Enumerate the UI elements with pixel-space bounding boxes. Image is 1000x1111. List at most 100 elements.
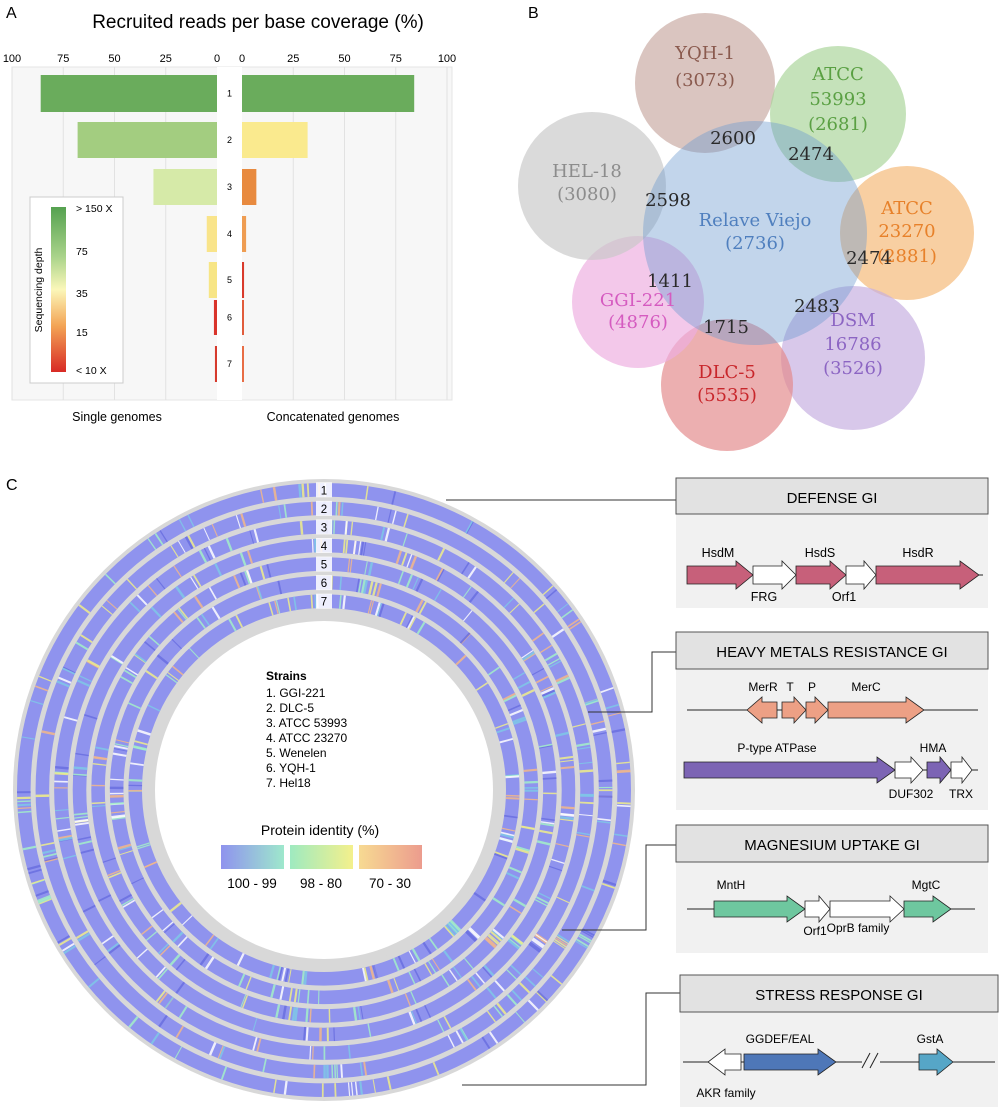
identity-stripe <box>175 586 186 599</box>
identity-stripe <box>58 676 72 684</box>
strain-item: 4. ATCC 23270 <box>266 731 347 745</box>
gene-label: GstA <box>917 1032 944 1046</box>
identity-stripe <box>374 506 379 521</box>
identity-stripe <box>555 842 569 848</box>
identity-stripe <box>436 568 445 582</box>
identity-stripe <box>575 940 588 949</box>
identity-stripe <box>73 773 87 776</box>
identity-stripe <box>384 527 391 542</box>
identity-stripe <box>465 520 473 534</box>
identity-stripe <box>435 568 444 581</box>
gene-merc <box>827 696 925 724</box>
venn-center-circle <box>643 121 867 345</box>
identity-stripe <box>579 933 592 942</box>
identity-stripe <box>110 802 124 805</box>
identity-stripe <box>616 769 631 773</box>
identity-stripe <box>372 1079 376 1093</box>
ring-number-bg <box>316 593 332 609</box>
ring-number-bg <box>316 482 332 498</box>
identity-stripe <box>17 807 32 810</box>
venn-petal-circle <box>518 112 666 260</box>
identity-stripe <box>240 513 247 527</box>
identity-stripe <box>411 948 421 962</box>
identity-stripe <box>403 513 409 528</box>
gene-label: MntH <box>717 878 746 892</box>
identity-stripe <box>157 968 169 980</box>
identity-stripe <box>238 973 246 987</box>
identity-stripe <box>211 523 218 537</box>
ring-number-bg <box>316 556 332 572</box>
identity-stripe <box>492 928 505 939</box>
ring-center <box>155 621 493 959</box>
gi-title: HEAVY METALS RESISTANCE GI <box>716 644 947 661</box>
legend-label: 35 <box>76 288 88 300</box>
identity-stripe <box>362 579 369 594</box>
identity-stripe <box>236 952 245 967</box>
identity-stripe <box>584 698 599 705</box>
identity-stripe <box>597 818 611 822</box>
identity-stripe <box>336 1064 339 1079</box>
gene-label: DUF302 <box>889 787 934 801</box>
identity-stripe <box>272 486 278 501</box>
identity-stripe <box>363 967 369 981</box>
identity-stripe <box>539 829 553 835</box>
identity-stripe <box>44 857 59 863</box>
identity-stripe <box>567 618 580 628</box>
identity-stripe <box>561 806 575 810</box>
ring-number: 1 <box>321 485 327 497</box>
identity-stripe <box>288 987 293 1002</box>
venn-circles <box>518 13 974 451</box>
identity-stripe <box>37 896 52 904</box>
identity-stripe <box>391 491 397 505</box>
identity-stripe <box>333 520 336 534</box>
identity-stripe <box>517 680 531 689</box>
identity-stripe <box>617 801 631 805</box>
identity-stripe <box>547 657 561 666</box>
identity-stripe <box>411 1010 418 1024</box>
tick-label: 25 <box>160 53 172 65</box>
identity-stripe <box>233 574 241 589</box>
identity-stripe <box>79 675 93 683</box>
identity-stripe <box>311 538 314 553</box>
identity-stripe <box>162 921 174 932</box>
identity-stripe <box>556 935 569 945</box>
identity-stripe <box>450 919 462 931</box>
identity-stripe <box>38 897 52 905</box>
identity-stripe <box>541 689 556 697</box>
identity-stripe <box>369 600 375 615</box>
identity-stripe <box>163 923 175 934</box>
identity-stripe <box>503 571 514 583</box>
identity-stripe <box>593 731 607 737</box>
identity-stripe <box>367 1023 372 1038</box>
identity-stripe <box>512 671 526 681</box>
gene-label: MerC <box>851 680 881 694</box>
identity-stripe <box>399 612 407 626</box>
identity-stripe <box>559 818 574 822</box>
identity-stripe <box>556 896 570 904</box>
identity-stripe <box>397 955 406 969</box>
identity-stripe <box>407 616 415 629</box>
identity-stripe <box>482 966 493 978</box>
identity-stripe <box>500 831 515 837</box>
identity-stripe <box>111 815 126 821</box>
identity-stripe <box>557 934 570 943</box>
gene-label: HMA <box>920 741 947 755</box>
identity-stripe <box>37 894 51 903</box>
identity-stripe <box>115 739 130 744</box>
identity-stripe <box>204 934 215 947</box>
venn-petal-label: ATCC <box>880 198 933 219</box>
venn-petal-label: (3080) <box>557 184 617 205</box>
gene-p <box>805 696 829 724</box>
identity-stripe <box>492 897 505 907</box>
strain-item: 5. Wenelen <box>266 746 327 760</box>
identity-stripe <box>75 641 89 651</box>
identity-stripe <box>350 1082 354 1096</box>
identity-stripe <box>538 743 553 749</box>
identity-stripe <box>404 993 412 1007</box>
identity-stripe <box>605 703 620 710</box>
identity-stripe <box>42 849 57 855</box>
